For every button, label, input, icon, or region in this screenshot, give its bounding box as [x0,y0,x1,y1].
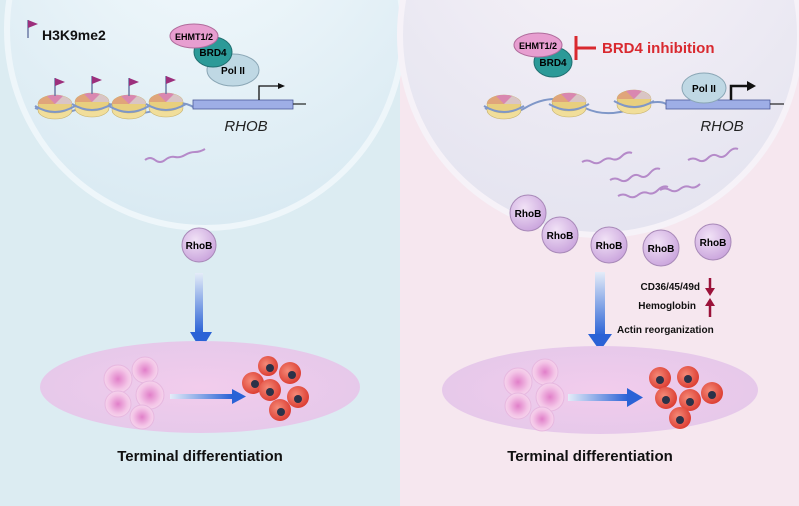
effect-label: Hemoglobin [638,301,696,312]
tss-arrow-icon [258,85,278,100]
effects-list: CD36/45/49d Hemoglobin Actin reorganizat… [617,278,715,336]
rhob-label: RhoB [596,241,623,252]
ehmt-label: EHMT1/2 [175,32,213,42]
brd4-label: BRD4 [199,48,227,59]
pol2-label: Pol II [221,66,245,77]
effect-label: Actin reorganization [617,325,714,336]
rhob-label: RhoB [547,231,574,242]
rhob-label: RhoB [648,244,675,255]
arrow-right-left [170,394,232,399]
rhob-label: RhoB [515,209,542,220]
rhob-label: RhoB [700,238,727,249]
legend: H3K9me2 [27,19,106,43]
chromatin-right [483,88,667,120]
gene-label: RHOB [700,118,743,135]
gene-body-right [665,99,771,110]
outcome-label-left: Terminal differentiation [117,448,283,465]
inhibition-marker: BRD4 inhibition [574,36,715,60]
cell-region-left [40,341,360,433]
rhob-protein-left: RhoB [181,227,217,263]
erythroid-cells-left [242,356,309,421]
erythroid-cells-right [649,366,723,429]
progenitor-cells-right [503,358,565,432]
ehmt [169,23,219,49]
mrna-group [581,147,739,199]
gene-body-left [192,99,294,110]
arrow-up-icon [705,298,715,306]
outcome-label-right: Terminal differentiation [507,448,673,465]
pol2-right [681,72,727,104]
tss-arrow-icon [729,84,748,100]
arrow-down-left [195,273,203,333]
ehmt-label: EHMT1/2 [519,41,557,51]
legend-label: H3K9me2 [42,27,106,43]
rhob-proteins-right: RhoB RhoB RhoB RhoB RhoB [509,194,732,267]
arrow-right-right [568,394,628,401]
rhob-label: RhoB [186,241,213,252]
inhibition-label: BRD4 inhibition [602,40,715,57]
progenitor-cells-left [103,356,165,430]
protein-complex-left: Pol II BRD4 EHMT1/2 [169,23,260,87]
brd4-label: BRD4 [539,58,567,69]
effect-label: CD36/45/49d [641,282,700,293]
chromatin-left [34,75,196,120]
arrow-down-icon [705,288,715,296]
protein-complex-right: BRD4 EHMT1/2 [513,32,573,78]
pol2-label: Pol II [692,84,716,95]
gene-label: RHOB [224,118,267,135]
ehmt [513,32,563,58]
arrow-down-right [595,272,605,336]
mrna [144,148,206,163]
